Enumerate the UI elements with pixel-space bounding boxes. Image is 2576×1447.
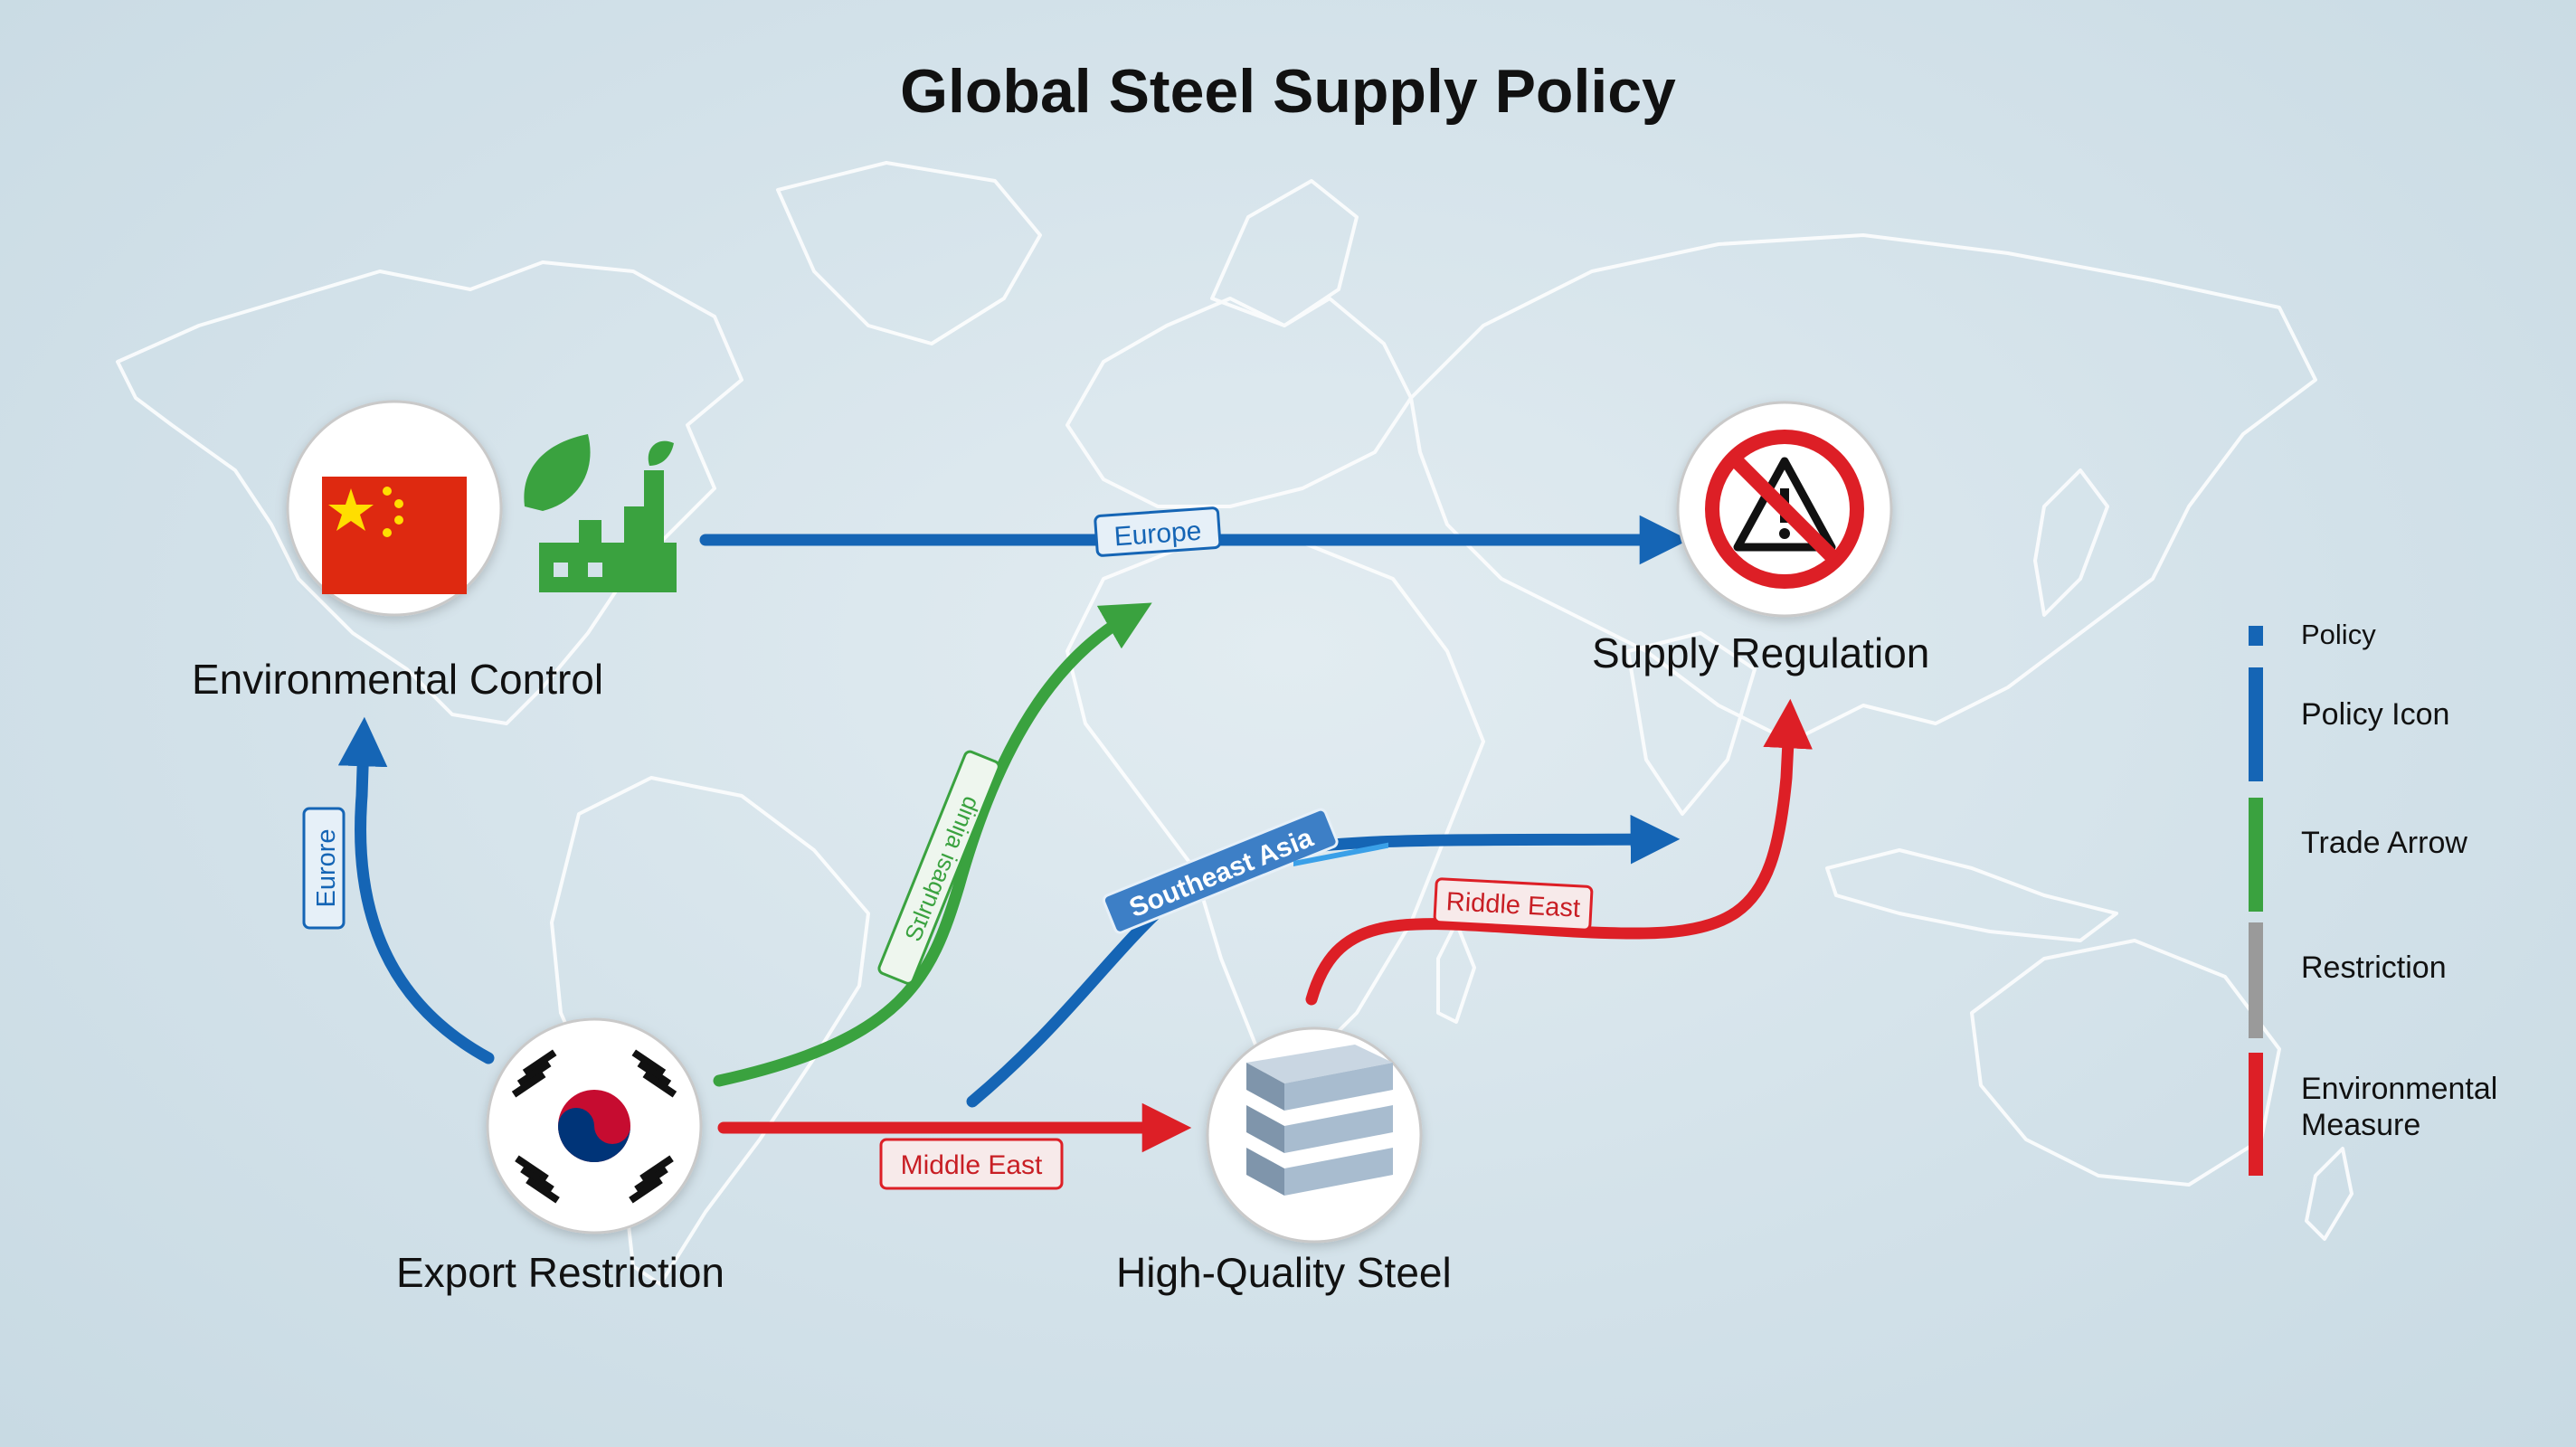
legend-swatch-trade-arrow	[2249, 798, 2263, 912]
label-europe-top: Europe	[1094, 506, 1222, 557]
europe-outline	[1065, 297, 1413, 508]
asia-outline	[1409, 233, 2317, 743]
legend-label-trade-arrow: Trade Arrow	[2301, 826, 2467, 860]
legend-label-restriction: Restriction	[2301, 950, 2447, 985]
label-middle-east-text: Middle East	[901, 1150, 1043, 1180]
label-high-quality-steel: High-Quality Steel	[1116, 1249, 1452, 1296]
legend-swatch-restriction	[2249, 922, 2263, 1038]
continent-outlines	[116, 161, 2353, 1286]
green-factory-leaf-icon	[524, 434, 677, 592]
label-southeast-asia: Southeast Asia	[1102, 808, 1339, 934]
regulation-node	[1676, 401, 1893, 618]
legend-swatch-policy-icon	[2249, 667, 2263, 781]
label-supply-regulation: Supply Regulation	[1592, 629, 1930, 676]
steel-stack-icon	[1246, 842, 1393, 1196]
label-environmental-control: Environmental Control	[192, 656, 604, 703]
label-riddle-east: Riddle East	[1433, 877, 1594, 932]
scandinavia-outline	[1210, 179, 1359, 327]
arrow-korea-to-china	[337, 716, 495, 1064]
indonesia-outline	[1825, 848, 2118, 942]
label-export-restriction: Export Restriction	[396, 1249, 725, 1296]
china-node	[286, 400, 503, 617]
page-title: Global Steel Supply Policy	[900, 57, 1676, 126]
korea-node	[486, 1017, 703, 1234]
new-zealand-outline	[2305, 1147, 2353, 1241]
prohibited-warning-icon	[1705, 430, 1864, 589]
legend-label-environmental: Environmental	[2301, 1072, 2498, 1106]
label-middle-east: Middle East	[879, 1138, 1064, 1190]
steel-node	[1206, 842, 1423, 1244]
label-eurore: Eurore	[302, 807, 346, 930]
australia-outline	[1970, 939, 2281, 1187]
legend-swatch-environmental-measure	[2249, 1053, 2263, 1176]
arrow-steel-to-regulation	[1305, 698, 1813, 1006]
label-southeast-asia-text: Southeast Asia	[1125, 823, 1318, 923]
label-europe-top-text: Europe	[1113, 516, 1203, 553]
label-eurore-text: Eurore	[312, 828, 341, 907]
madagascar-outline	[1436, 921, 1476, 1024]
arrow-korea-to-europe	[713, 602, 1152, 1087]
legend-label-policy-icon: Policy Icon	[2301, 697, 2450, 732]
china-flag-icon	[322, 477, 467, 594]
india-outline	[1626, 631, 1757, 816]
south-korea-flag-icon	[511, 1049, 677, 1204]
label-riddle-east-text: Riddle East	[1445, 887, 1581, 923]
legend-swatch-policy	[2249, 626, 2263, 646]
africa-outline	[1065, 541, 1485, 1069]
legend-label-policy: Policy	[2301, 619, 2376, 650]
greenland-outline	[776, 161, 1042, 345]
japan-outline	[2033, 468, 2109, 617]
legend-label-measure: Measure	[2301, 1108, 2421, 1142]
